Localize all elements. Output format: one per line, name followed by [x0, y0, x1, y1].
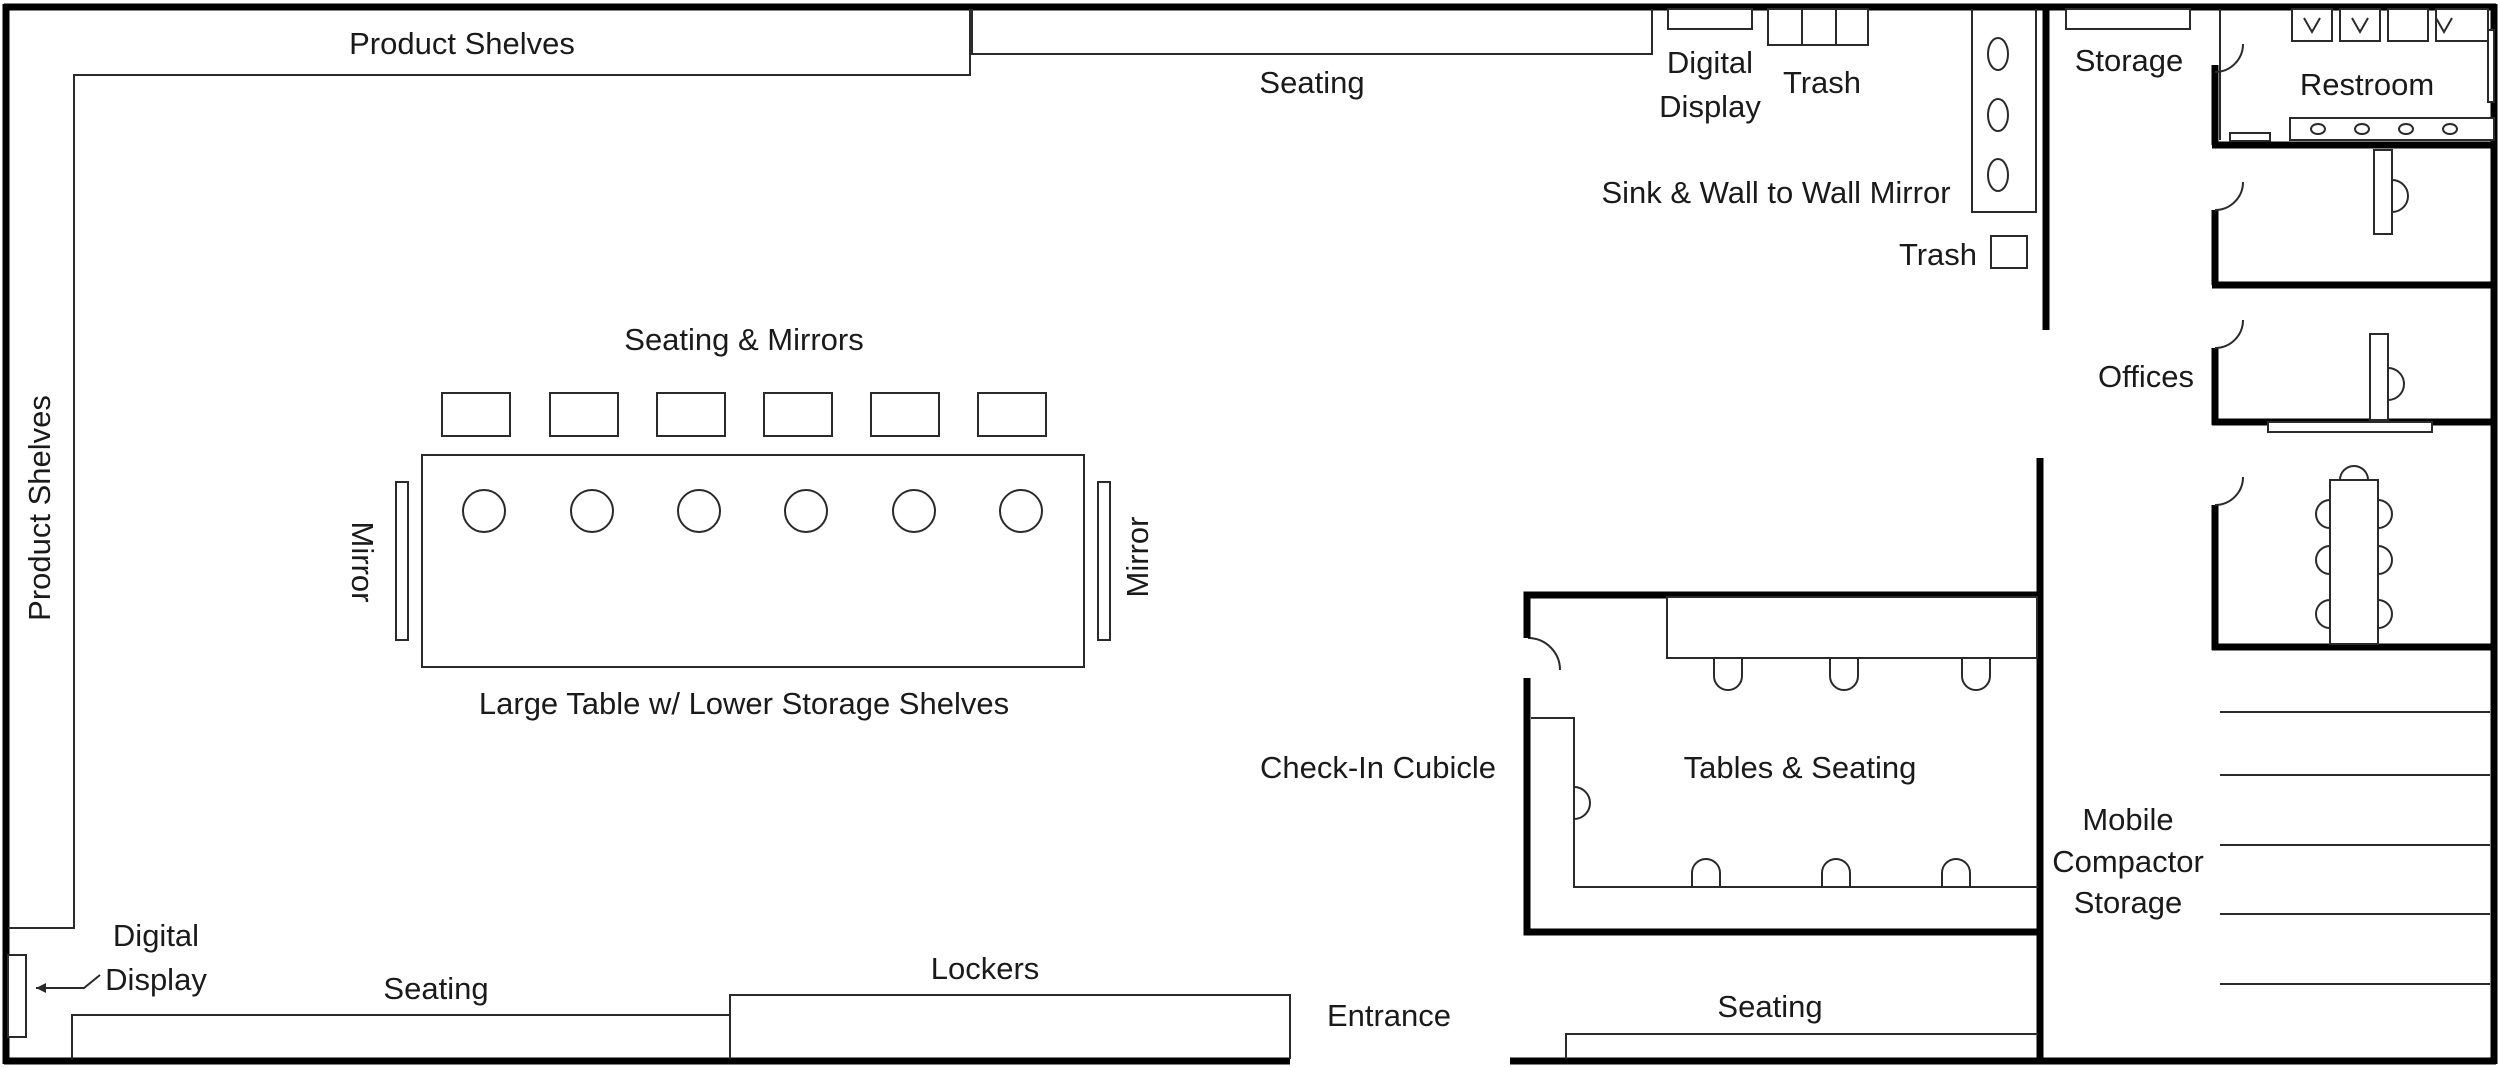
label-tables-seating: Tables & Seating: [1684, 750, 1917, 785]
door-swings: [1527, 43, 2244, 671]
label-storage: Storage: [2075, 43, 2184, 78]
seating-benches: [441, 392, 1047, 437]
office-desks: [2267, 149, 2433, 433]
digital-display-top-unit: [1667, 8, 1753, 30]
label-entrance: Entrance: [1327, 998, 1451, 1033]
label-trash-top: Trash: [1783, 65, 1861, 100]
label-mobile-2: Compactor: [2052, 844, 2204, 879]
large-table: [421, 454, 1085, 668]
label-digital-display-top-1: Digital: [1667, 45, 1753, 80]
check-in-cubicle-walls: [1523, 591, 2040, 936]
label-mirror-left: Mirror: [345, 522, 380, 603]
seating-top-bench: [971, 9, 1653, 55]
lockers-unit: [729, 994, 1291, 1059]
label-product-shelves-top: Product Shelves: [349, 26, 575, 61]
label-seating-bottom-right: Seating: [1717, 989, 1822, 1024]
label-restroom: Restroom: [2300, 67, 2434, 102]
label-offices: Offices: [2098, 359, 2194, 394]
label-mobile-3: Storage: [2074, 885, 2183, 920]
conference-table: [2315, 465, 2393, 645]
label-digital-display-bottom-2: Display: [105, 962, 207, 997]
label-check-in: Check-In Cubicle: [1260, 750, 1496, 785]
restroom-fixtures: [2219, 8, 2495, 142]
digital-display-bottom-unit: [7, 954, 27, 1038]
label-sink-mirror: Sink & Wall to Wall Mirror: [1601, 175, 1950, 210]
label-mirror-right: Mirror: [1120, 517, 1155, 598]
trash-bins-top: [1767, 8, 1869, 46]
label-seating-bottom-left: Seating: [383, 971, 488, 1006]
mobile-compactor-rows: [2220, 711, 2490, 985]
seating-bottom-bench: [71, 1014, 730, 1059]
label-seating-mirrors: Seating & Mirrors: [624, 322, 863, 357]
storage-shelf: [2065, 8, 2191, 30]
label-trash-mid: Trash: [1899, 237, 1977, 272]
label-large-table: Large Table w/ Lower Storage Shelves: [479, 686, 1009, 721]
mirror-right-panel: [1097, 481, 1111, 641]
tables-seating-furniture: [1531, 596, 2038, 888]
label-seating-top: Seating: [1259, 65, 1364, 100]
label-lockers: Lockers: [931, 951, 1040, 986]
seating-bottom-right-bench: [1565, 1033, 2038, 1059]
label-digital-display-bottom-1: Digital: [113, 918, 199, 953]
label-digital-display-top-2: Display: [1659, 89, 1761, 124]
label-product-shelves-left: Product Shelves: [22, 395, 57, 621]
sink-counter: [1971, 9, 2037, 213]
mirror-left-panel: [395, 481, 409, 641]
trash-bin-mid: [1990, 235, 2028, 269]
label-mobile-1: Mobile: [2082, 802, 2173, 837]
product-shelves-outline: [8, 9, 971, 929]
digital-display-pointer: [36, 974, 101, 993]
outer-walls: [2, 3, 2498, 1065]
